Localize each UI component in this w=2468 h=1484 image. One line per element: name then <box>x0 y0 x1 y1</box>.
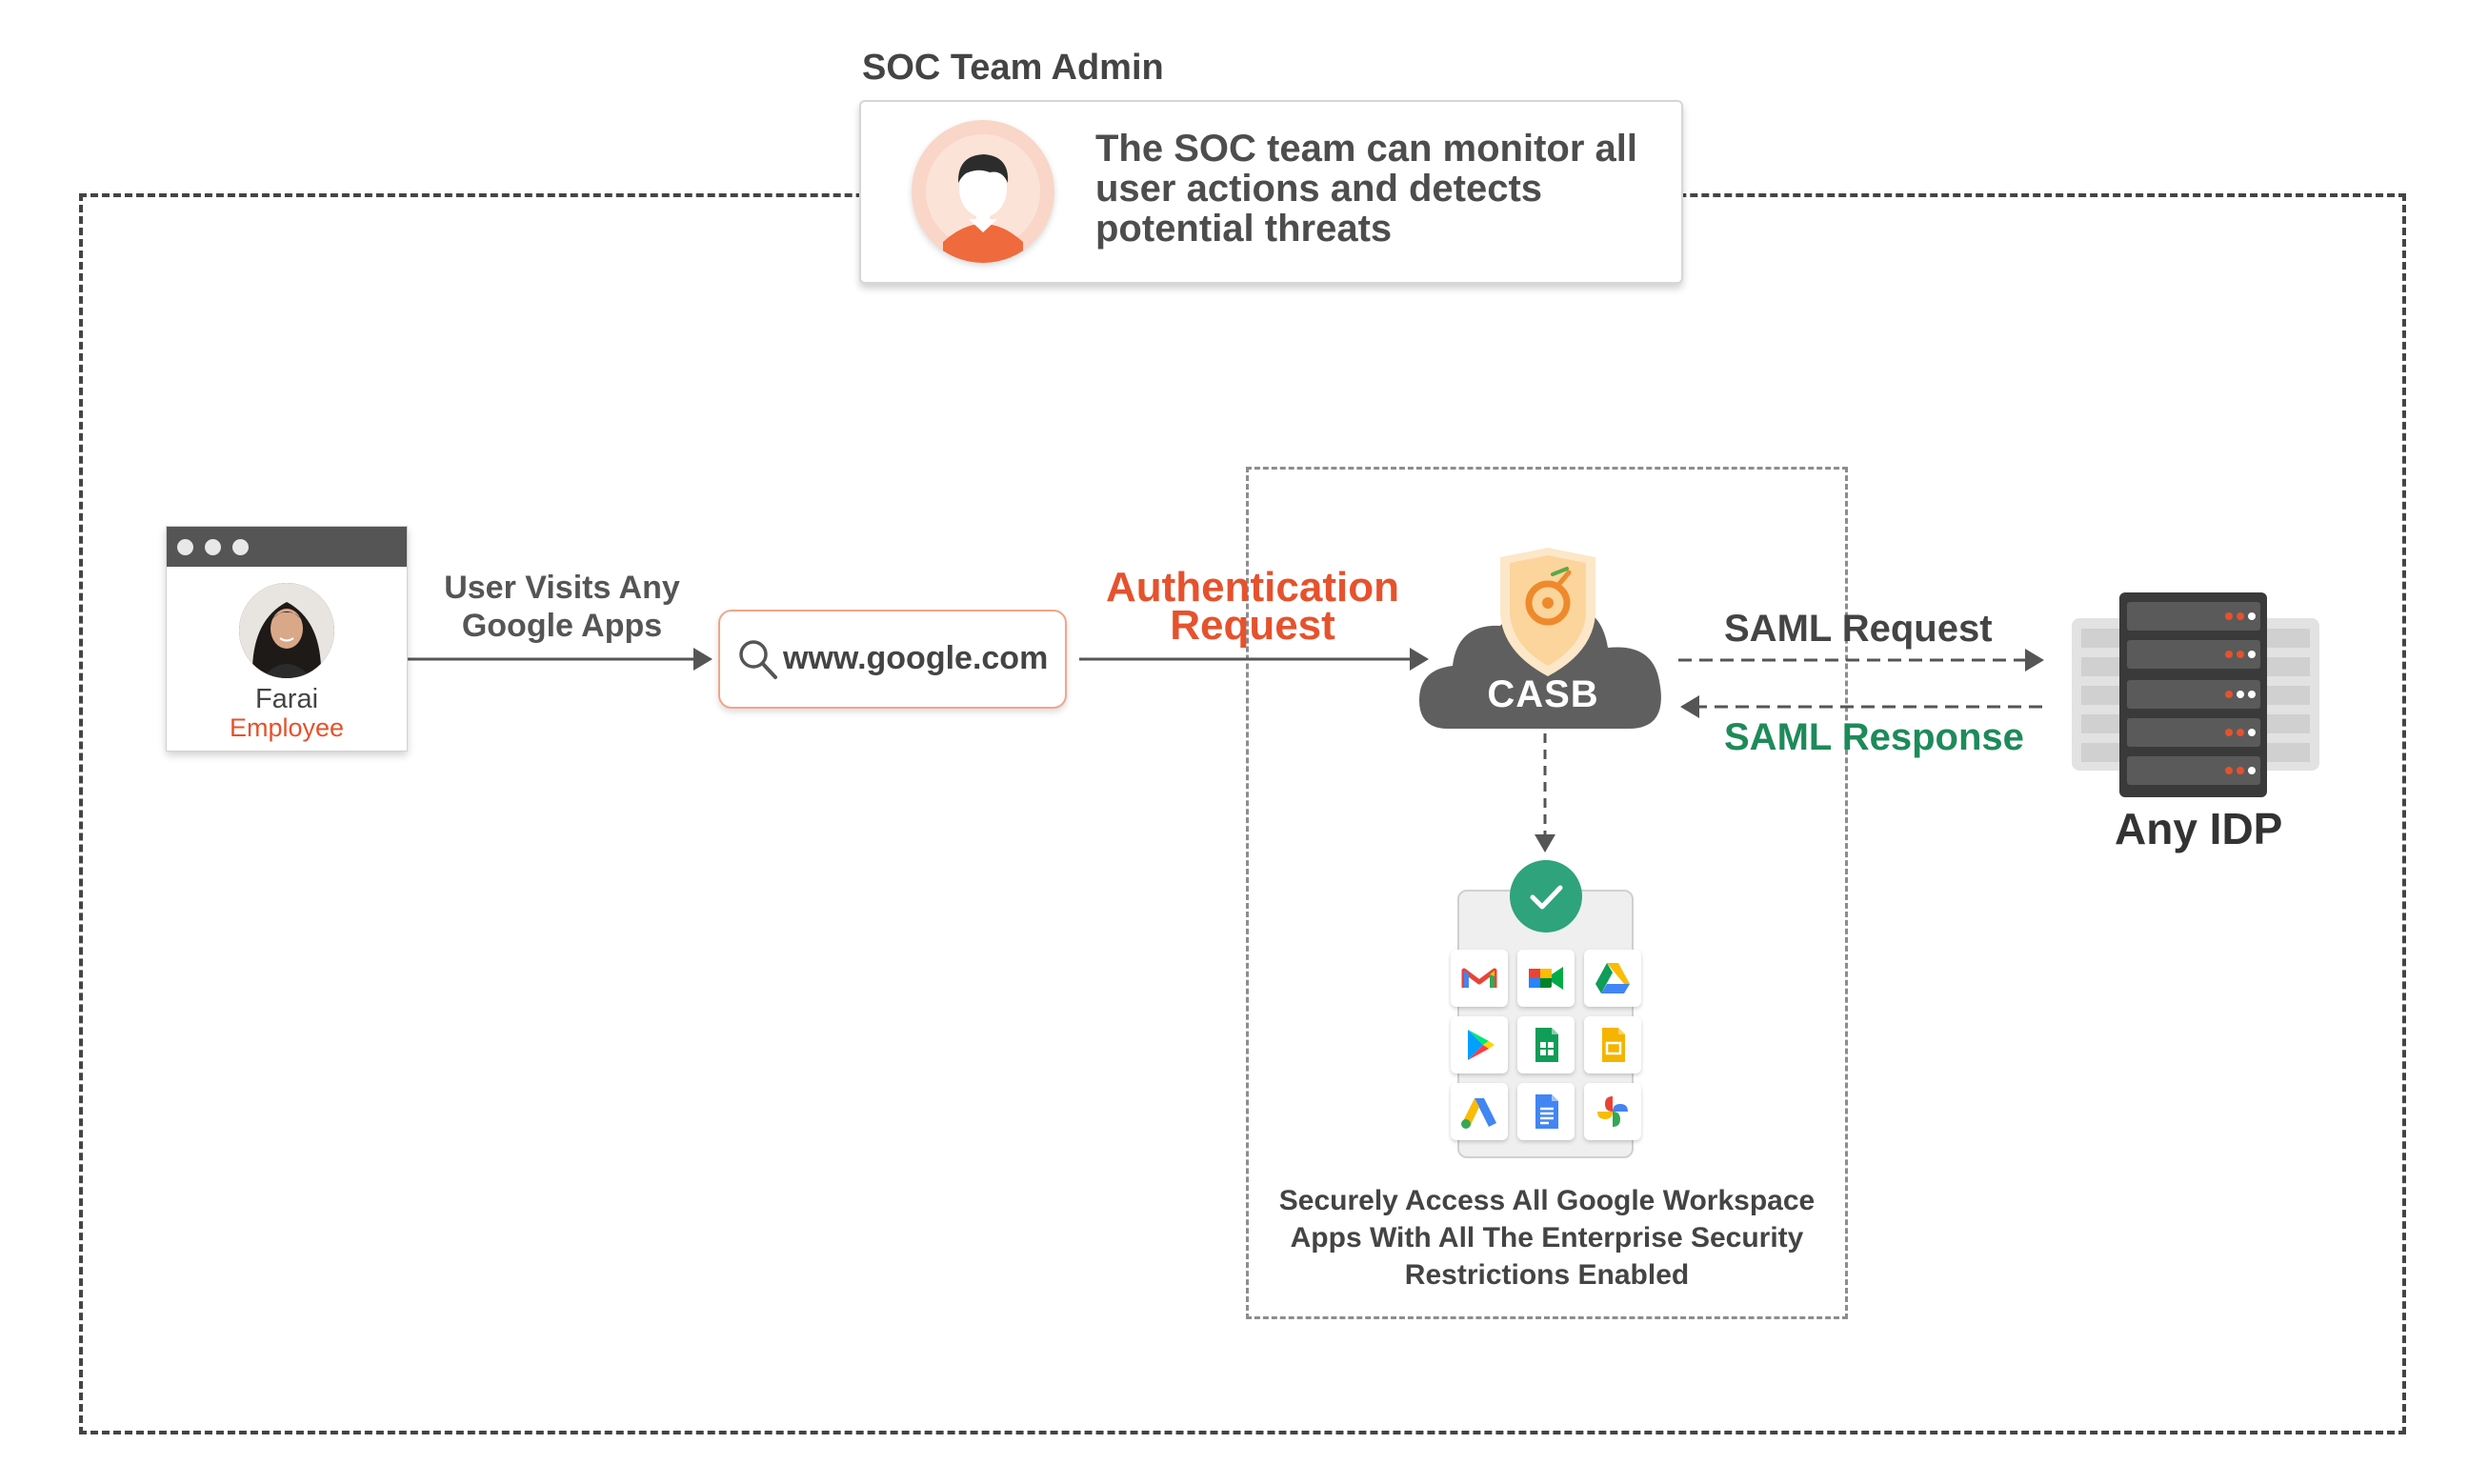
apps-caption: Securely Access All Google Workspace App… <box>1278 1185 1816 1291</box>
employee-name: Farai <box>254 684 319 714</box>
employee-card: Farai Employee <box>166 526 408 752</box>
casb-label: CASB <box>1487 673 1599 715</box>
employee-avatar <box>239 583 334 678</box>
arrowhead-casb <box>1410 648 1429 671</box>
user-visits-label: User Visits Any Google Apps <box>444 570 680 644</box>
arrowhead-casb-return <box>1680 695 1699 718</box>
casb-boundary-frame <box>1246 467 1848 1319</box>
search-url: www.google.com <box>783 640 1049 676</box>
soc-description: The SOC team can monitor all user action… <box>1095 128 1638 250</box>
google-ads-icon[interactable] <box>1451 1083 1508 1140</box>
search-icon <box>737 638 779 687</box>
google-sheets-icon[interactable] <box>1517 1016 1575 1073</box>
idp-server-icon <box>2072 592 2319 797</box>
google-slides-icon[interactable] <box>1584 1016 1641 1073</box>
arrowhead-search <box>693 648 712 671</box>
saml-request-label: SAML Request <box>1724 608 1993 650</box>
window-dot-icon <box>232 539 249 555</box>
soc-team-admin-title: SOC Team Admin <box>862 48 1164 88</box>
browser-titlebar <box>167 527 407 567</box>
arrowhead-apps <box>1535 834 1555 852</box>
window-dot-icon <box>205 539 221 555</box>
google-photos-icon[interactable] <box>1584 1083 1641 1140</box>
soc-admin-avatar-icon <box>912 120 1054 263</box>
any-idp-label: Any IDP <box>2115 804 2283 853</box>
google-docs-icon[interactable] <box>1517 1083 1575 1140</box>
casb-cloud-icon <box>1419 548 1676 738</box>
google-play-icon[interactable] <box>1451 1016 1508 1073</box>
gmail-icon[interactable] <box>1451 950 1508 1007</box>
arrowhead-idp <box>2025 649 2044 672</box>
google-meet-icon[interactable] <box>1517 950 1575 1007</box>
saml-response-label: SAML Response <box>1724 716 2024 758</box>
window-dot-icon <box>177 539 193 555</box>
authentication-request-label: Authentication Request <box>1106 564 1399 649</box>
check-icon <box>1510 860 1582 933</box>
google-drive-icon[interactable] <box>1584 950 1641 1007</box>
google-search-box[interactable]: www.google.com <box>718 610 1067 709</box>
employee-role: Employee <box>229 713 345 742</box>
